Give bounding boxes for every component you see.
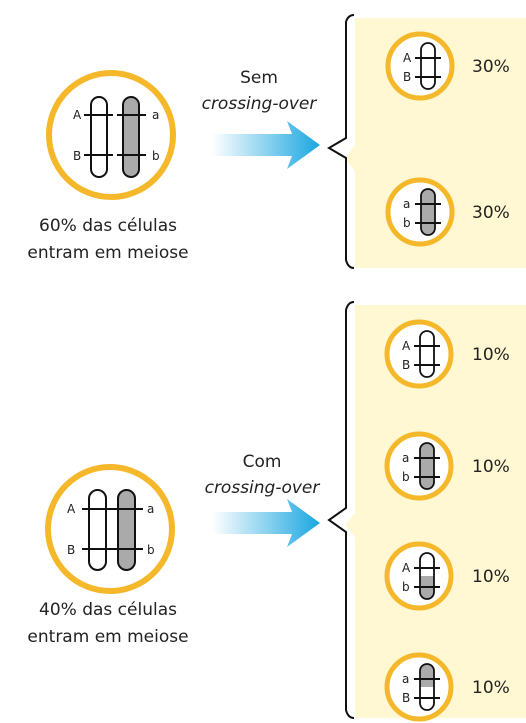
top-section: A B a b 60% das células entram em meiose…: [27, 14, 526, 269]
allele-label: A: [73, 108, 82, 122]
cell-ring: [45, 464, 175, 594]
bottom-arrow-icon: [212, 499, 320, 547]
gamete-ring: [385, 177, 455, 247]
gamete-cell: AB: [384, 319, 454, 389]
allele-label: a: [402, 451, 409, 465]
gamete-percent: 30%: [472, 203, 510, 223]
chromatid-upper: [420, 331, 434, 354]
top-gametes: AB 30% ab 30%: [385, 31, 510, 247]
top-arrow-label-line1: Sem: [240, 68, 278, 88]
allele-label: b: [402, 580, 410, 594]
chromosome-outline: [419, 663, 435, 711]
allele-label: A: [403, 51, 412, 65]
allele-label: A: [402, 561, 411, 575]
bottom-caption-line1: 40% das células: [39, 600, 177, 620]
chromatid-upper: [420, 553, 434, 576]
allele-label: b: [403, 216, 411, 230]
top-results-brace: [327, 14, 355, 269]
bottom-results-brace: [327, 301, 355, 719]
gamete-ring: [384, 652, 454, 722]
gamete-percent: 30%: [472, 57, 510, 77]
gamete-cell: ab: [385, 177, 455, 247]
gamete-cell: AB: [385, 31, 455, 101]
chromatid-upper: [420, 443, 434, 466]
allele-label: b: [152, 149, 160, 163]
bottom-arrow-label-line1: Com: [243, 452, 282, 472]
cell-ring: [46, 70, 176, 200]
gamete-percent: 10%: [472, 457, 510, 477]
allele-label: b: [147, 543, 155, 557]
allele-label: B: [403, 70, 411, 84]
gamete-cell: ab: [384, 431, 454, 501]
allele-label: B: [402, 691, 410, 705]
allele-label: b: [402, 470, 410, 484]
allele-label: a: [147, 502, 154, 516]
gamete-ring: [384, 541, 454, 611]
gamete-percent: 10%: [472, 678, 510, 698]
chromatid-upper: [420, 664, 434, 687]
gamete-ring: [385, 31, 455, 101]
top-arrow-icon: [212, 121, 320, 169]
gamete-percent: 10%: [472, 567, 510, 587]
chromatid-upper: [421, 43, 435, 66]
bottom-parent-cell: A B a b: [45, 464, 175, 594]
gamete-cell: Ab: [384, 541, 454, 611]
gamete-ring: [384, 431, 454, 501]
bottom-caption-line2: entram em meiose: [27, 627, 188, 647]
chromosome-dark: [117, 489, 136, 571]
top-caption-line1: 60% das células: [39, 216, 177, 236]
top-arrow-label-line2: crossing-over: [202, 94, 318, 114]
bottom-section: A B a b 40% das células entram em meiose…: [27, 301, 526, 722]
chromosome-light: [88, 489, 107, 571]
allele-label: a: [403, 197, 410, 211]
chromosome-outline: [420, 42, 436, 90]
chromosome-light: [90, 96, 108, 178]
chromosome-outline: [420, 188, 436, 236]
top-parent-cell: A B a b: [46, 70, 176, 200]
bottom-results-panel: [345, 305, 526, 718]
chromosome-dark: [122, 96, 140, 178]
allele-label: B: [67, 543, 75, 557]
chromosome-outline: [419, 552, 435, 600]
allele-label: B: [73, 149, 81, 163]
chromosome-outline: [419, 330, 435, 378]
allele-label: A: [402, 339, 411, 353]
top-caption-line2: entram em meiose: [27, 243, 188, 263]
allele-label: B: [402, 358, 410, 372]
gamete-percent: 10%: [472, 345, 510, 365]
allele-label: A: [67, 502, 76, 516]
bottom-arrow-label-line2: crossing-over: [205, 478, 321, 498]
gamete-ring: [384, 319, 454, 389]
allele-label: a: [402, 672, 409, 686]
chromatid-upper: [421, 189, 435, 212]
allele-label: a: [152, 108, 159, 122]
gamete-cell: aB: [384, 652, 454, 722]
chromosome-outline: [419, 442, 435, 490]
